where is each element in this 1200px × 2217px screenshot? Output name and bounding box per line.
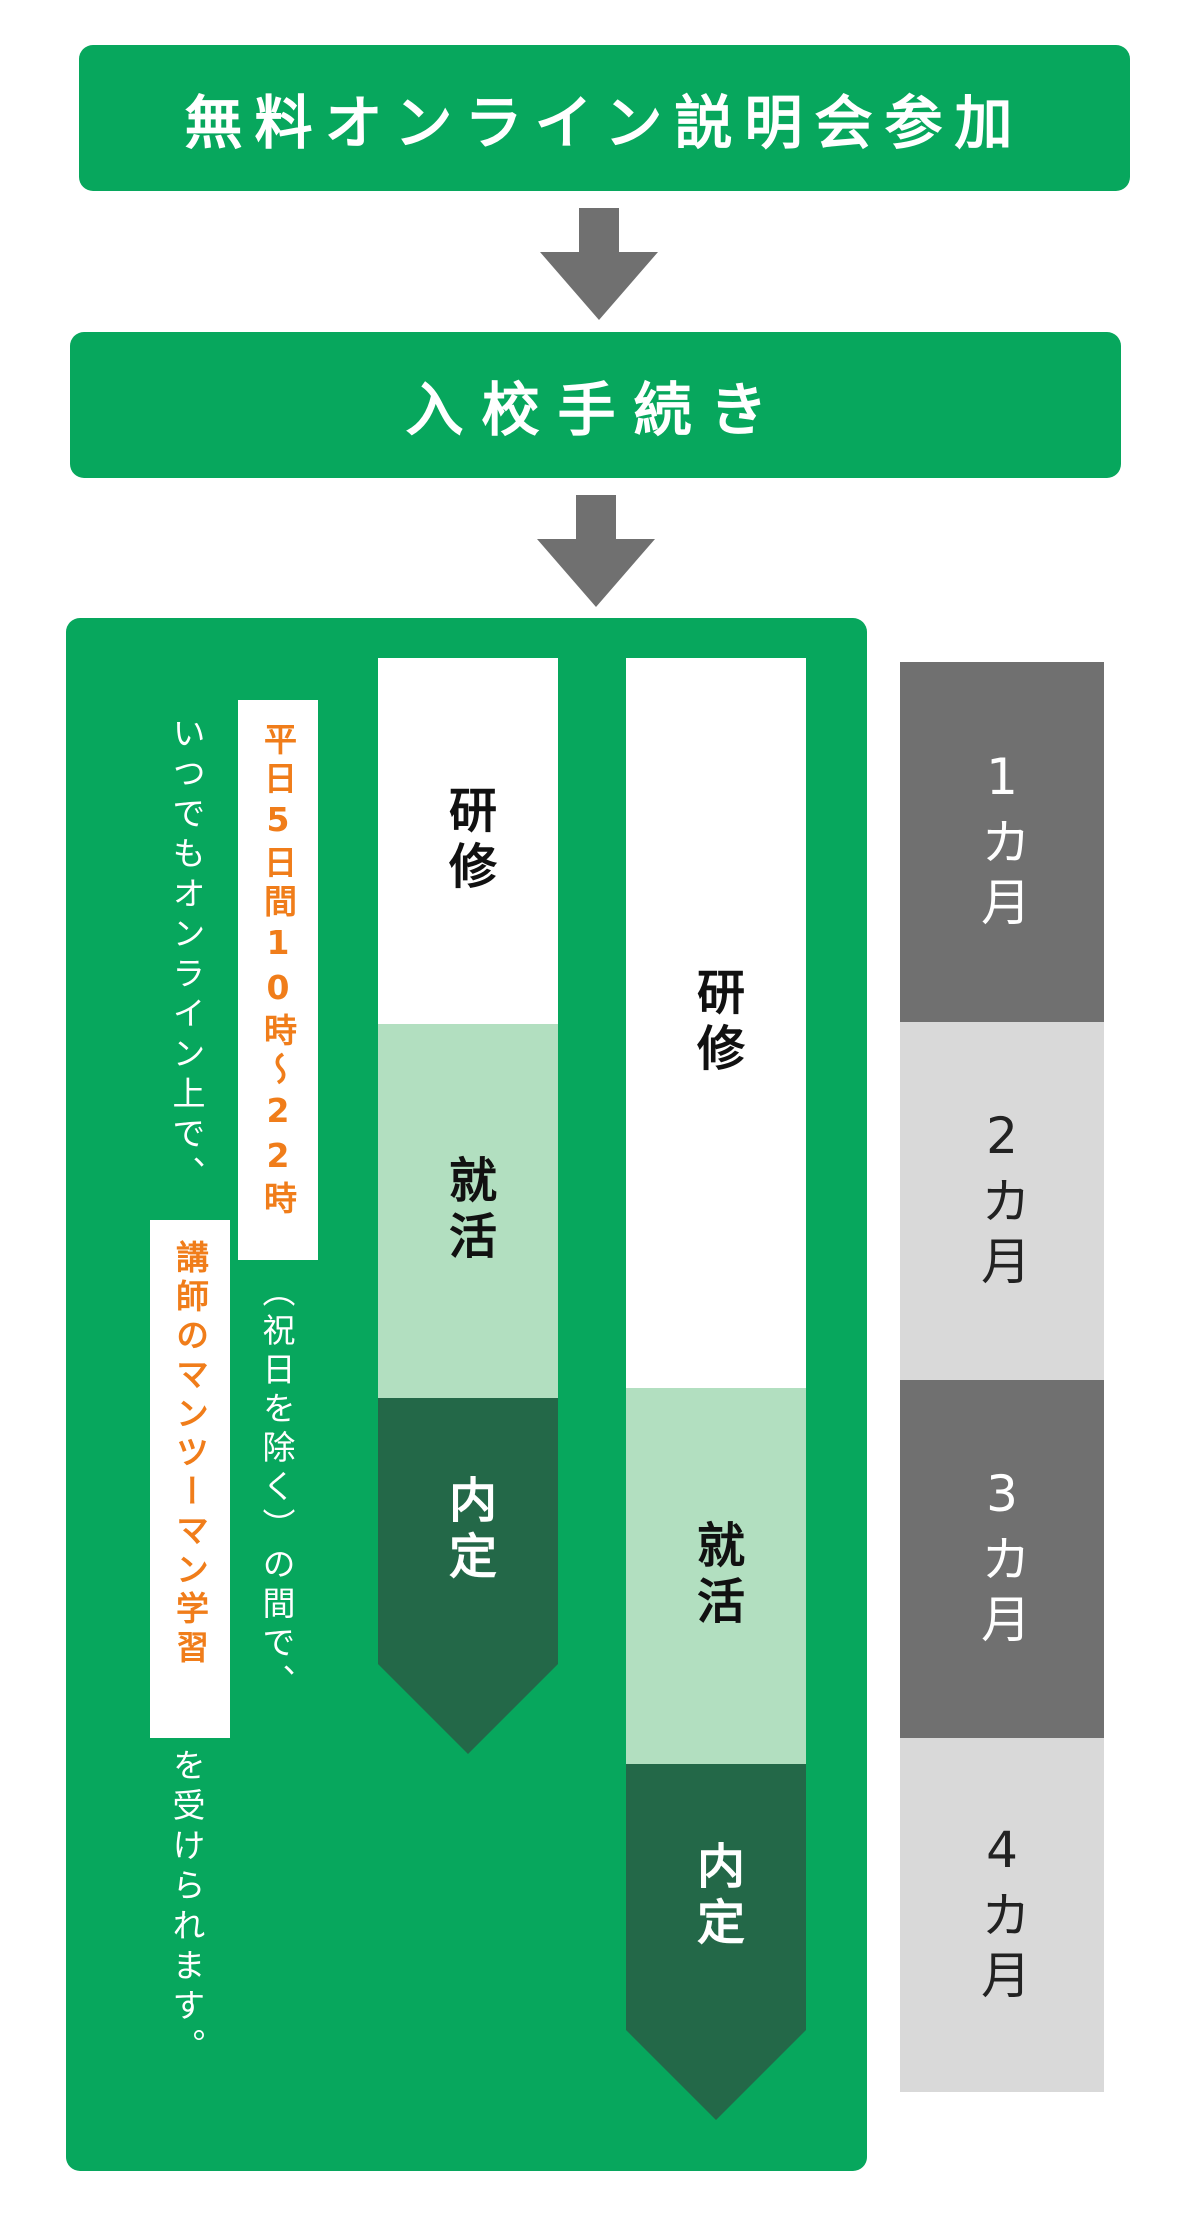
track-long-training: 研修 [626,658,806,1388]
track-long: 研修 就活 内定 [626,658,806,2120]
mentor-highlight-box: 講師のマンツーマン学習 [150,1220,230,1738]
month-1: 1カ月 [900,662,1104,1022]
track-short: 研修 就活 内定 [378,658,558,1754]
track-short-offer: 内定 [378,1398,558,1664]
track-long-offer: 内定 [626,1764,806,2030]
track-short-job-hunting-label: 就活 [440,1155,496,1267]
description-line-1: いつでもオンライン上で、 [167,716,206,1196]
track-short-training-label: 研修 [440,785,496,897]
description-line-3: を受けられます。 [167,1748,206,2068]
track-short-job-hunting: 就活 [378,1024,558,1398]
step-enrollment-label: 入校手続き [405,376,786,444]
description-holiday-note: （祝日を除く）の間で、 [257,1274,296,1703]
month-3-label: 3カ月 [973,1465,1031,1653]
month-4: 4カ月 [900,1738,1104,2092]
track-short-training: 研修 [378,658,558,1024]
month-1-label: 1カ月 [973,748,1031,936]
track-long-training-label: 研修 [688,967,744,1079]
step-online-briefing: 無料オンライン説明会参加 [79,45,1130,191]
month-2: 2カ月 [900,1022,1104,1380]
schedule-highlight-text: 平日5日間10時〜22時 [258,722,298,1220]
step-online-briefing-label: 無料オンライン説明会参加 [184,89,1025,157]
down-arrow-icon [540,208,658,320]
schedule-highlight-box: 平日5日間10時〜22時 [238,700,318,1260]
track-short-offer-label: 内定 [440,1475,496,1587]
month-3: 3カ月 [900,1380,1104,1738]
track-long-offer-label: 内定 [688,1841,744,1953]
mentor-highlight-text: 講師のマンツーマン学習 [170,1240,210,1669]
down-arrow-icon [537,495,655,607]
track-short-offer-arrow [378,1398,558,1754]
track-long-job-hunting-label: 就活 [688,1520,744,1632]
step-enrollment: 入校手続き [70,332,1121,478]
month-2-label: 2カ月 [973,1107,1031,1295]
month-4-label: 4カ月 [973,1821,1031,2009]
track-long-offer-arrow [626,1764,806,2120]
track-long-job-hunting: 就活 [626,1388,806,1764]
